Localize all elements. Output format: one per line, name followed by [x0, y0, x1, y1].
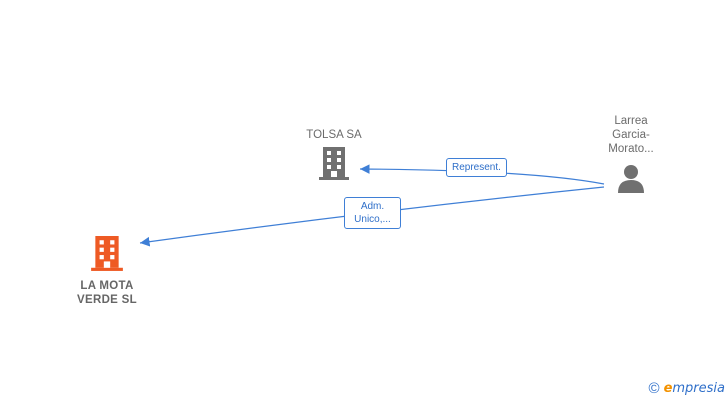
brand-rest: mpresia: [672, 381, 725, 396]
person-icon: [618, 165, 644, 193]
brand-logo[interactable]: empresia: [664, 381, 725, 396]
node-person-label: Larrea Garcia- Morato...: [608, 115, 654, 155]
node-tolsa[interactable]: TOLSA SA: [294, 128, 374, 186]
node-lamota-label: LA MOTA VERDE SL: [77, 280, 137, 306]
building-icon: [319, 147, 349, 180]
brand-initial: e: [663, 381, 673, 396]
footer-brand: © empresia: [649, 381, 726, 396]
building-icon: [91, 236, 123, 271]
copyright-icon: ©: [648, 380, 660, 397]
edge-label-represent[interactable]: Represent.: [446, 158, 507, 177]
node-person[interactable]: Larrea Garcia- Morato...: [590, 114, 672, 198]
node-tolsa-label: TOLSA SA: [306, 129, 362, 141]
edge-label-adm-unico[interactable]: Adm. Unico,...: [344, 197, 401, 229]
node-lamota[interactable]: LA MOTA VERDE SL: [62, 236, 152, 307]
